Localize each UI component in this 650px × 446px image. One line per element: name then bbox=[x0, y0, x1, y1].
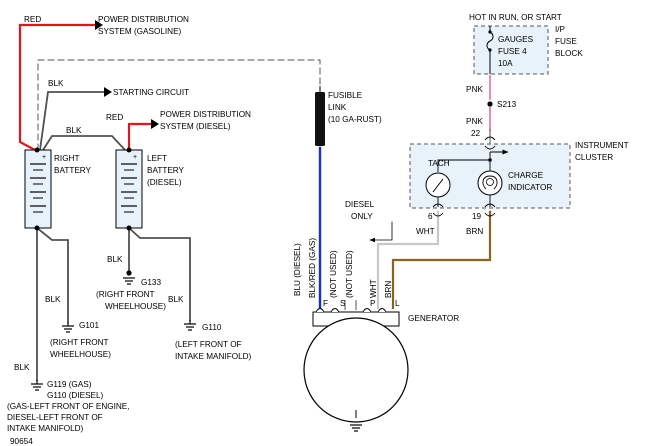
label-gauges-fuse: GAUGES bbox=[498, 35, 534, 44]
label-wire-wht: WHT bbox=[369, 279, 378, 298]
label-left-battery: (DIESEL) bbox=[147, 178, 182, 187]
label-fusible-link: (10 GA-RUST) bbox=[328, 115, 382, 124]
label-blk: BLK bbox=[14, 363, 30, 372]
label-ip-fuse-block: FUSE bbox=[555, 37, 577, 46]
diesel-only-arrow bbox=[369, 221, 393, 243]
generator bbox=[303, 308, 409, 423]
label-terminal-l: L bbox=[395, 299, 400, 308]
label-g101: G101 bbox=[79, 321, 99, 330]
blk-wire-battery-link bbox=[41, 135, 127, 152]
label-g101-location: (RIGHT FRONT bbox=[50, 338, 109, 347]
label-gauges-fuse: 10A bbox=[498, 59, 513, 68]
wht-wire-tach-to-generator-p bbox=[376, 210, 440, 310]
ground-g110-icon bbox=[184, 320, 196, 331]
label-g133-location: (RIGHT FRONT bbox=[96, 290, 155, 299]
label-g119-location: INTAKE MANIFOLD) bbox=[7, 424, 84, 433]
label-gauges-fuse: FUSE 4 bbox=[498, 47, 527, 56]
label-wht: WHT bbox=[416, 227, 435, 236]
ground-g119-icon bbox=[31, 380, 43, 391]
label-right-battery: BATTERY bbox=[54, 166, 92, 175]
label-pnk: PNK bbox=[466, 85, 483, 94]
blk-wire-to-g101 bbox=[35, 226, 69, 323]
label-wire-not-used: (NOT USED) bbox=[345, 250, 354, 298]
label-terminal-p: P bbox=[370, 299, 376, 308]
label-g101-location: WHEELHOUSE) bbox=[50, 350, 111, 359]
label-fusible-link: LINK bbox=[328, 103, 347, 112]
label-red-top: RED bbox=[24, 15, 41, 24]
label-g110-location: (LEFT FRONT OF bbox=[175, 340, 242, 349]
label-g119: G119 (GAS) bbox=[47, 380, 92, 389]
label-pd-gasoline: SYSTEM (GASOLINE) bbox=[98, 27, 182, 36]
label-g119: G110 (DIESEL) bbox=[47, 391, 104, 400]
label-terminal-f: F bbox=[323, 299, 328, 308]
label-wire-not-used: (NOT USED) bbox=[329, 250, 338, 298]
label-red: RED bbox=[106, 113, 123, 122]
red-wire-to-pd-diesel bbox=[127, 122, 153, 152]
instrument-cluster bbox=[409, 136, 571, 217]
left-battery: + bbox=[115, 147, 143, 231]
label-diesel-only: DIESEL bbox=[345, 200, 375, 209]
label-instrument-cluster: INSTRUMENT bbox=[575, 141, 629, 150]
label-generator: GENERATOR bbox=[408, 314, 459, 323]
label-blk: BLK bbox=[48, 79, 64, 88]
label-left-battery: LEFT bbox=[147, 154, 167, 163]
label-pd-diesel: SYSTEM (DIESEL) bbox=[160, 122, 231, 131]
blk-wire-to-starting-circuit bbox=[38, 91, 105, 152]
label-blk: BLK bbox=[45, 295, 61, 304]
label-fusible-link: FUSIBLE bbox=[328, 91, 363, 100]
ground-g101-icon bbox=[62, 322, 74, 333]
label-diesel-only: ONLY bbox=[351, 212, 373, 221]
arrow-pd-diesel bbox=[151, 119, 159, 129]
label-pd-diesel: POWER DISTRIBUTION bbox=[160, 110, 251, 119]
label-blk: BLK bbox=[66, 126, 82, 135]
label-g110: G110 bbox=[202, 323, 222, 332]
arrow-pd-gasoline bbox=[95, 20, 103, 30]
label-charge-indicator: INDICATOR bbox=[508, 183, 552, 192]
label-g133-location: WHEELHOUSE) bbox=[105, 302, 166, 311]
label-g119-location: (GAS-LEFT FRONT OF ENGINE, bbox=[7, 402, 130, 411]
label-wire-brn: BRN bbox=[384, 281, 393, 298]
label-tach: TACH bbox=[428, 159, 450, 168]
blk-wire-to-g110 bbox=[127, 226, 191, 321]
label-instrument-cluster: CLUSTER bbox=[575, 153, 613, 162]
svg-text:+: + bbox=[42, 154, 46, 161]
right-battery: + bbox=[24, 147, 52, 231]
label-starting-circuit: STARTING CIRCUIT bbox=[113, 88, 189, 97]
label-s213: S213 bbox=[497, 100, 517, 109]
brn-wire-charge-to-generator-l bbox=[391, 210, 492, 310]
charge-indicator-lamp-icon bbox=[477, 170, 503, 196]
fusible-link bbox=[315, 86, 325, 146]
label-g119-location: DIESEL-LEFT FRONT OF bbox=[7, 413, 103, 422]
svg-text:+: + bbox=[133, 154, 137, 161]
red-wire-to-pd-gasoline bbox=[18, 23, 97, 152]
label-pd-gasoline: POWER DISTRIBUTION bbox=[98, 15, 189, 24]
splice-s213 bbox=[487, 101, 493, 107]
figure-number: 90654 bbox=[10, 437, 33, 446]
label-wire-blkred: BLK/RED (GAS) bbox=[308, 238, 317, 298]
label-blk: BLK bbox=[107, 255, 123, 264]
label-wire-blu: BLU (DIESEL) bbox=[293, 243, 302, 296]
dashed-link-to-fusible bbox=[37, 59, 321, 151]
label-hot-in-run: HOT IN RUN, OR START bbox=[469, 13, 562, 22]
label-charge-indicator: CHARGE bbox=[508, 171, 544, 180]
label-left-battery: BATTERY bbox=[147, 166, 185, 175]
label-g133: G133 bbox=[141, 278, 161, 287]
label-pin-6: 6 bbox=[428, 212, 433, 221]
label-blk: BLK bbox=[168, 295, 184, 304]
label-ip-fuse-block: BLOCK bbox=[555, 49, 583, 58]
label-pin-19: 19 bbox=[472, 212, 482, 221]
label-terminal-s: S bbox=[340, 299, 346, 308]
label-brn: BRN bbox=[466, 227, 483, 236]
ip-fuse-block bbox=[473, 25, 549, 75]
label-g110-location: INTAKE MANIFOLD) bbox=[175, 352, 252, 361]
label-right-battery: RIGHT bbox=[54, 154, 79, 163]
label-pnk: PNK bbox=[466, 117, 483, 126]
arrow-starting-circuit bbox=[104, 87, 112, 97]
ground-g133-icon bbox=[123, 270, 135, 285]
label-ip-fuse-block: I/P bbox=[555, 25, 566, 34]
label-pin-22: 22 bbox=[471, 129, 481, 138]
